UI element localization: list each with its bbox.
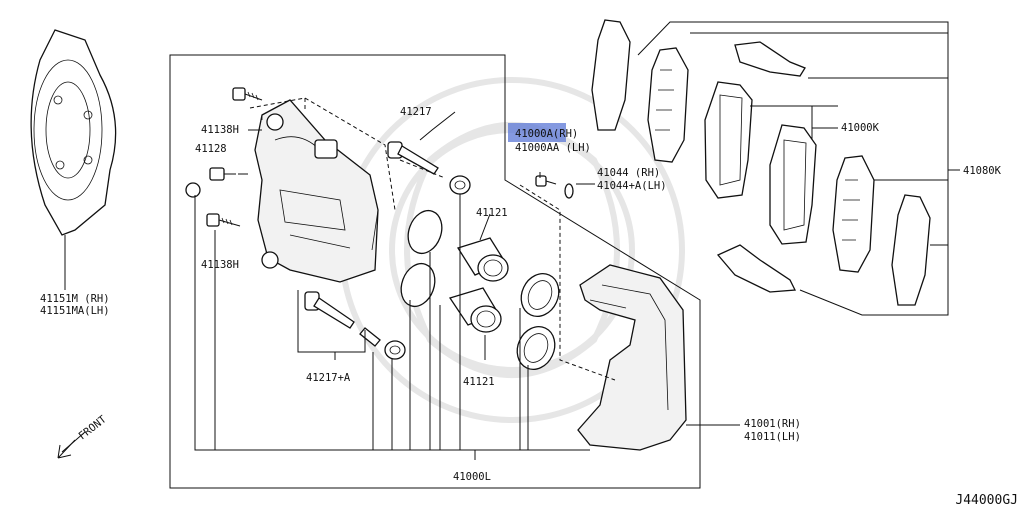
pad-shim-inner-2 — [832, 155, 875, 273]
pad-kit-bracket — [637, 21, 960, 316]
label-41044a: 41044+A(LH) — [597, 180, 667, 192]
pin-boot-top — [449, 175, 471, 195]
diagram-code: J44000GJ — [955, 493, 1018, 508]
label-41000k: 41000K — [841, 122, 880, 134]
pad-shim-outer — [591, 19, 631, 131]
bolt-41138h-bottom — [206, 213, 241, 227]
front-arrow-icon — [57, 431, 86, 459]
label-41138h-top: 41138H — [201, 124, 239, 136]
label-41080k: 41080K — [963, 165, 1002, 177]
pin-boot-bottom — [384, 340, 406, 360]
pad-clip-bottom — [716, 244, 797, 293]
label-41044: 41044 (RH) — [597, 167, 660, 179]
bleeder-41128 — [185, 167, 236, 198]
dust-shield-41151m — [30, 29, 117, 290]
label-41128: 41128 — [195, 143, 227, 155]
label-41121-bottom: 41121 — [463, 376, 495, 388]
label-41151m: 41151M (RH) — [40, 293, 110, 305]
label-41138h-bottom: 41138H — [201, 259, 239, 271]
piston-boots — [516, 273, 560, 370]
label-41217a: 41217+A — [306, 372, 351, 384]
highlight-41000a — [508, 123, 566, 142]
label-41011: 41011(LH) — [744, 431, 801, 443]
caliper-body — [254, 99, 379, 283]
torque-member-41001 — [577, 264, 687, 451]
caliper-bolt-41000a — [535, 175, 574, 199]
brake-pad-inner — [769, 124, 817, 245]
label-41000aa: 41000AA (LH) — [515, 142, 591, 154]
pad-shim-outer-2 — [891, 194, 931, 306]
pad-shim-inner-1 — [647, 47, 689, 163]
brake-pad-outer — [704, 81, 753, 199]
label-41217: 41217 — [400, 106, 432, 118]
guide-pin-41217a — [304, 291, 381, 347]
label-41151ma: 41151MA(LH) — [40, 305, 110, 317]
pistons-41121 — [448, 237, 509, 333]
label-41001: 41001(RH) — [744, 418, 801, 430]
label-41121-top: 41121 — [476, 207, 508, 219]
caliper-assembly-frame — [169, 54, 701, 489]
label-41000a: 41000A(RH) — [515, 128, 578, 140]
label-41000l: 41000L — [453, 471, 491, 483]
piston-seals — [400, 209, 443, 308]
front-label: FRONT — [76, 413, 109, 442]
leader-lines — [194, 97, 838, 460]
bolt-41138h-top — [232, 87, 263, 101]
pad-clip-top — [734, 41, 806, 77]
